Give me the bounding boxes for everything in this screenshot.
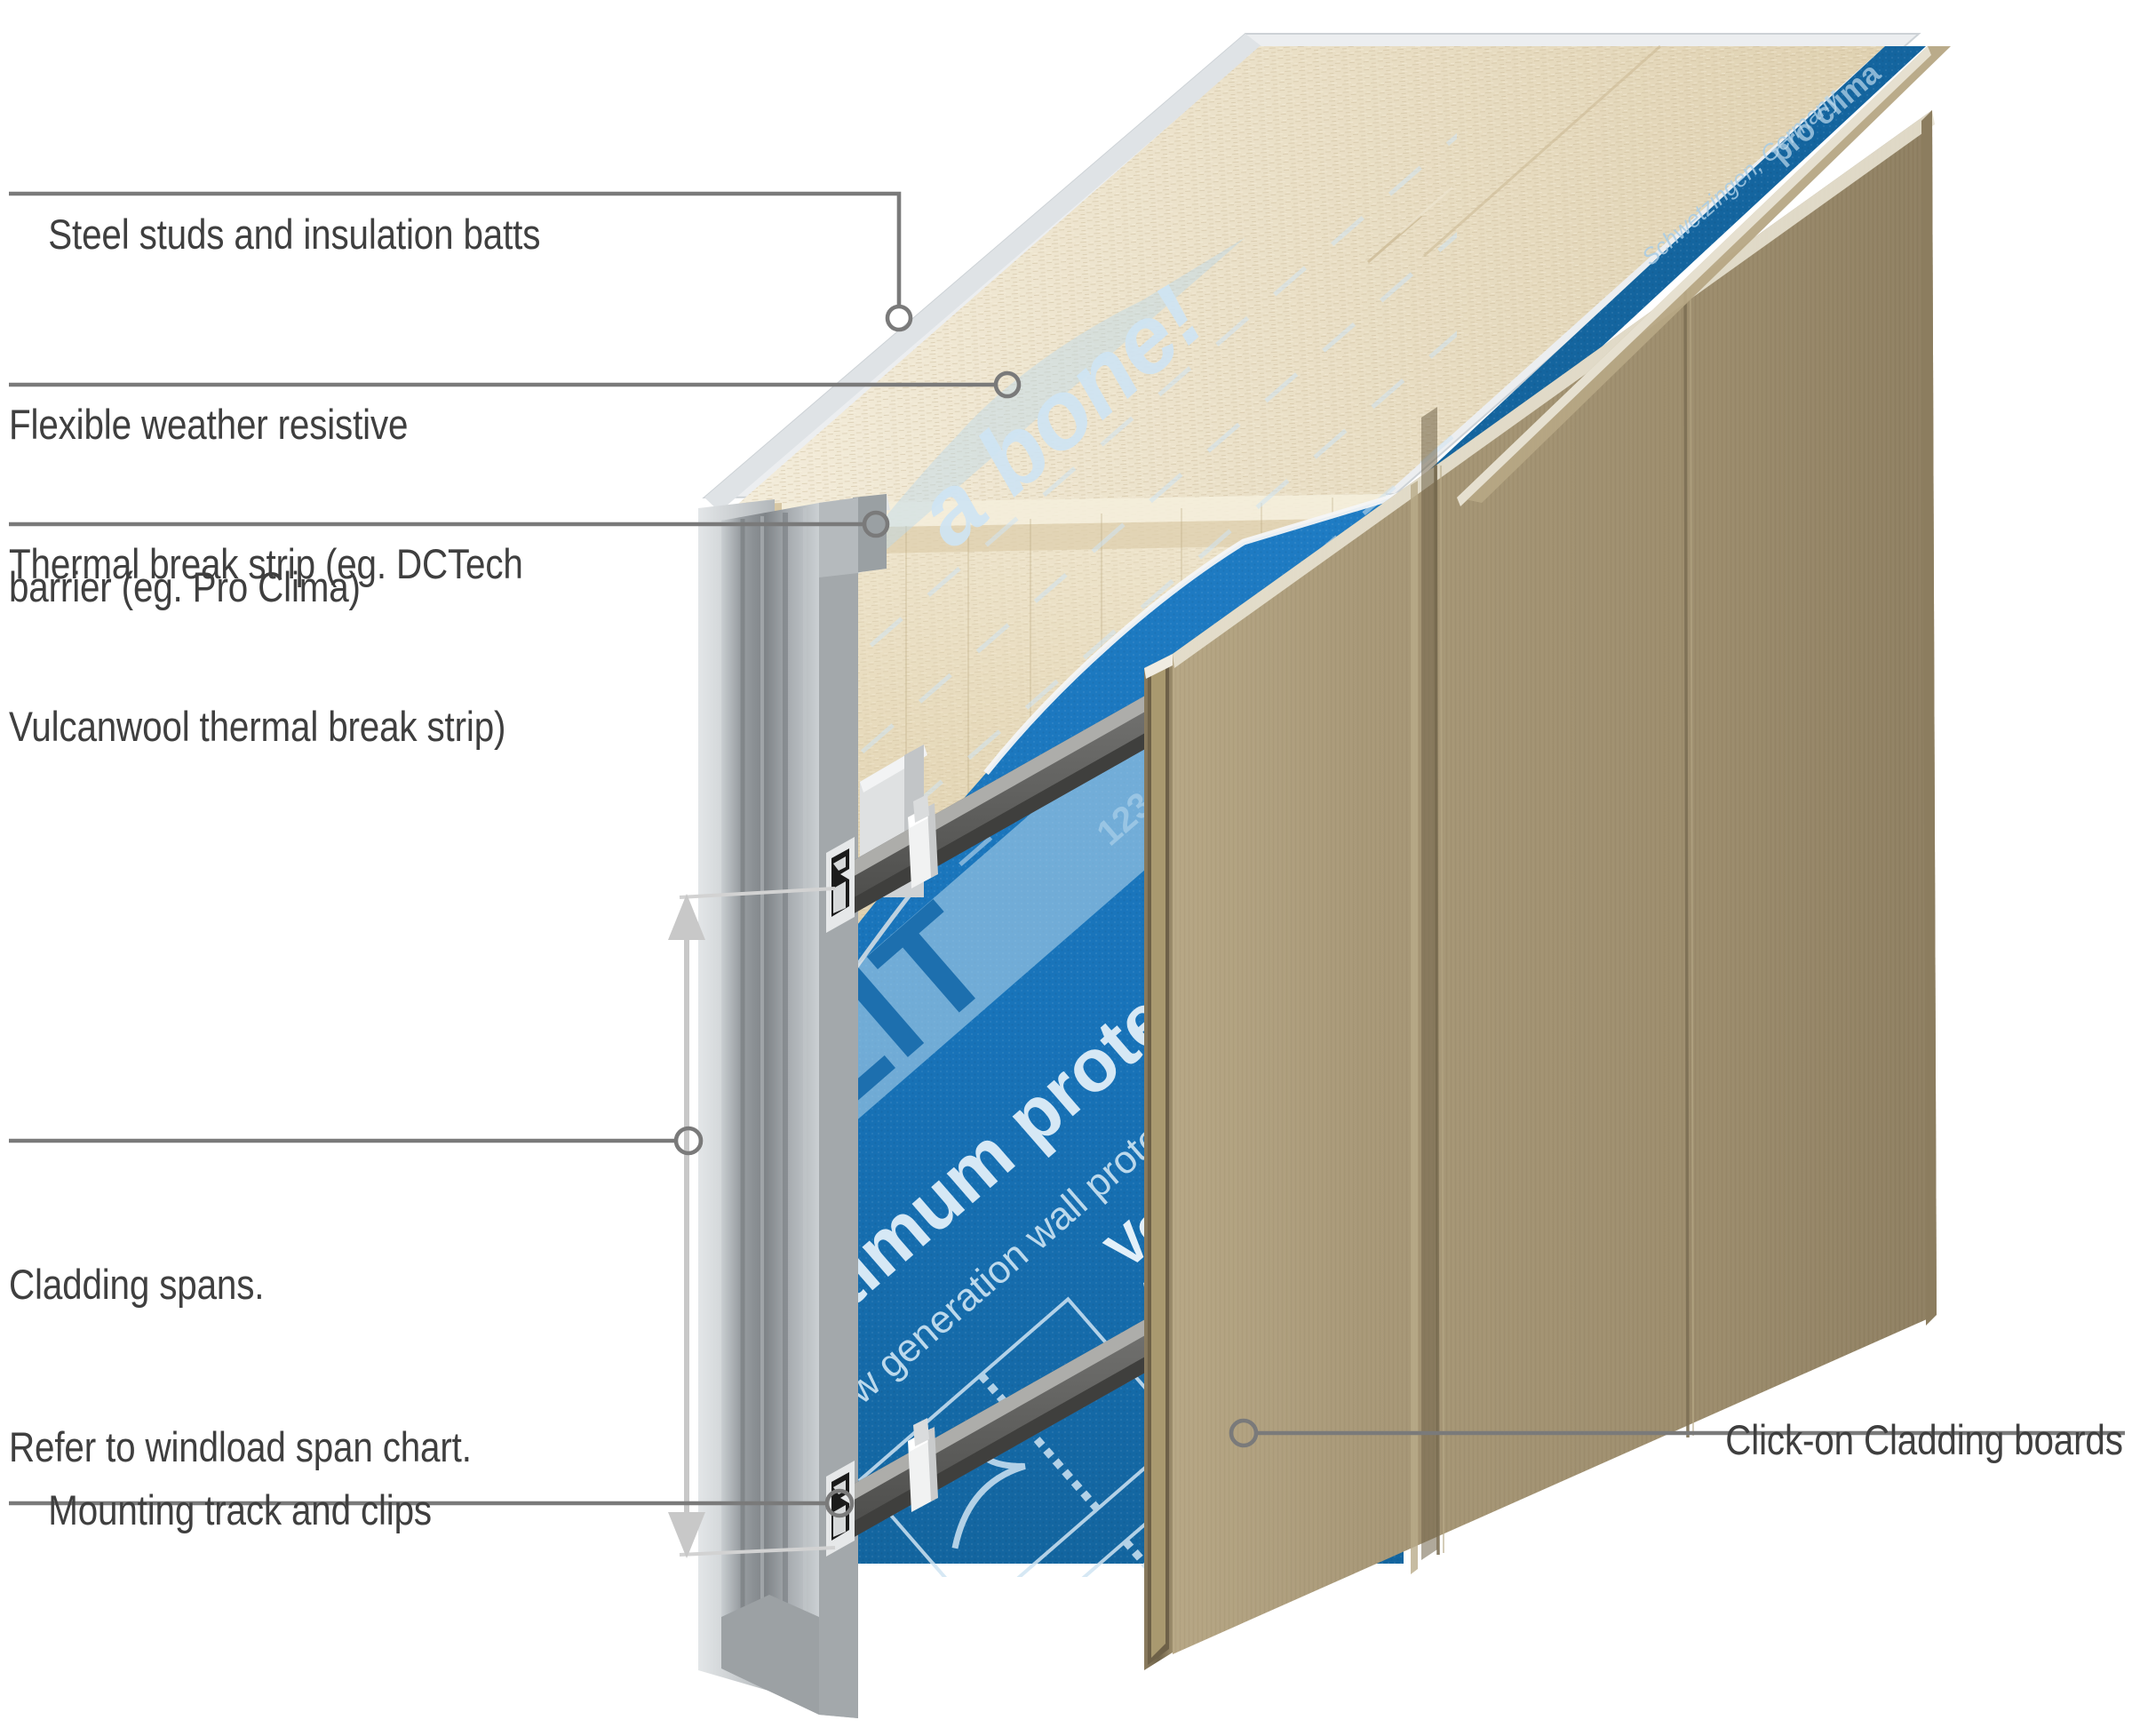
- span-arrow-head-top: [668, 894, 705, 940]
- label-cladding-boards-line1: Click-on Cladding boards: [1725, 1416, 2124, 1464]
- label-steel-studs-line1: Steel studs and insulation batts: [48, 211, 541, 259]
- label-cladding-boards: Click-on Cladding boards: [1686, 1358, 2124, 1521]
- leader-lines: [9, 191, 2125, 1518]
- leader-weather-barrier: [9, 370, 1022, 399]
- cladding-top-right-fragment: [1457, 46, 1951, 506]
- label-thermal-break: Thermal break strip (eg. DCTech Vulcanwo…: [9, 428, 523, 863]
- leader-cladding-boards: [1229, 1418, 2125, 1448]
- label-thermal-break-line1: Thermal break strip (eg. DCTech: [9, 540, 523, 588]
- cladding-clip-upper: [908, 794, 938, 888]
- label-weather-barrier: Flexible weather resistive barrier (eg. …: [9, 289, 408, 723]
- span-arrow-head-bottom: [668, 1512, 705, 1558]
- cladding-clip-lower: [908, 1418, 938, 1512]
- leader-cladding-spans: [9, 1126, 704, 1156]
- label-mounting-track: Mounting track and clips: [9, 1429, 432, 1591]
- label-weather-barrier-line2: barrier (eg. Pro Clima): [9, 563, 361, 611]
- cladding-span-dimension: [668, 887, 836, 1558]
- label-weather-barrier-line1: Flexible weather resistive: [9, 401, 409, 449]
- label-cladding-spans-line2: Refer to windload span chart.: [9, 1423, 472, 1471]
- wall-assembly-3d: Schwetzingen, Germany pro clima: [698, 33, 2069, 1736]
- label-cladding-spans: Cladding spans. Refer to windload span c…: [9, 1149, 472, 1583]
- cladding-board-rear: [1411, 481, 1418, 1574]
- svg-text:SOLITEX EXTAS: SOLITEX EXTAS: [1406, 1621, 2069, 1736]
- label-cladding-spans-line1: Cladding spans.: [9, 1261, 265, 1309]
- label-mounting-track-line1: Mounting track and clips: [48, 1486, 432, 1534]
- click-on-cladding-boards: [1144, 110, 1937, 1670]
- steel-stud: [698, 494, 890, 1718]
- svg-text:PRO CLIMA (0800 776 256): PRO CLIMA (0800 776 256): [1340, 1519, 1969, 1736]
- label-thermal-break-line2: Vulcanwool thermal break strip): [9, 703, 506, 751]
- leader-thermal-break: [9, 510, 890, 538]
- label-steel-studs: Steel studs and insulation batts: [9, 153, 540, 315]
- leader-mounting-track: [9, 1488, 855, 1518]
- leader-steel-studs: [9, 191, 913, 332]
